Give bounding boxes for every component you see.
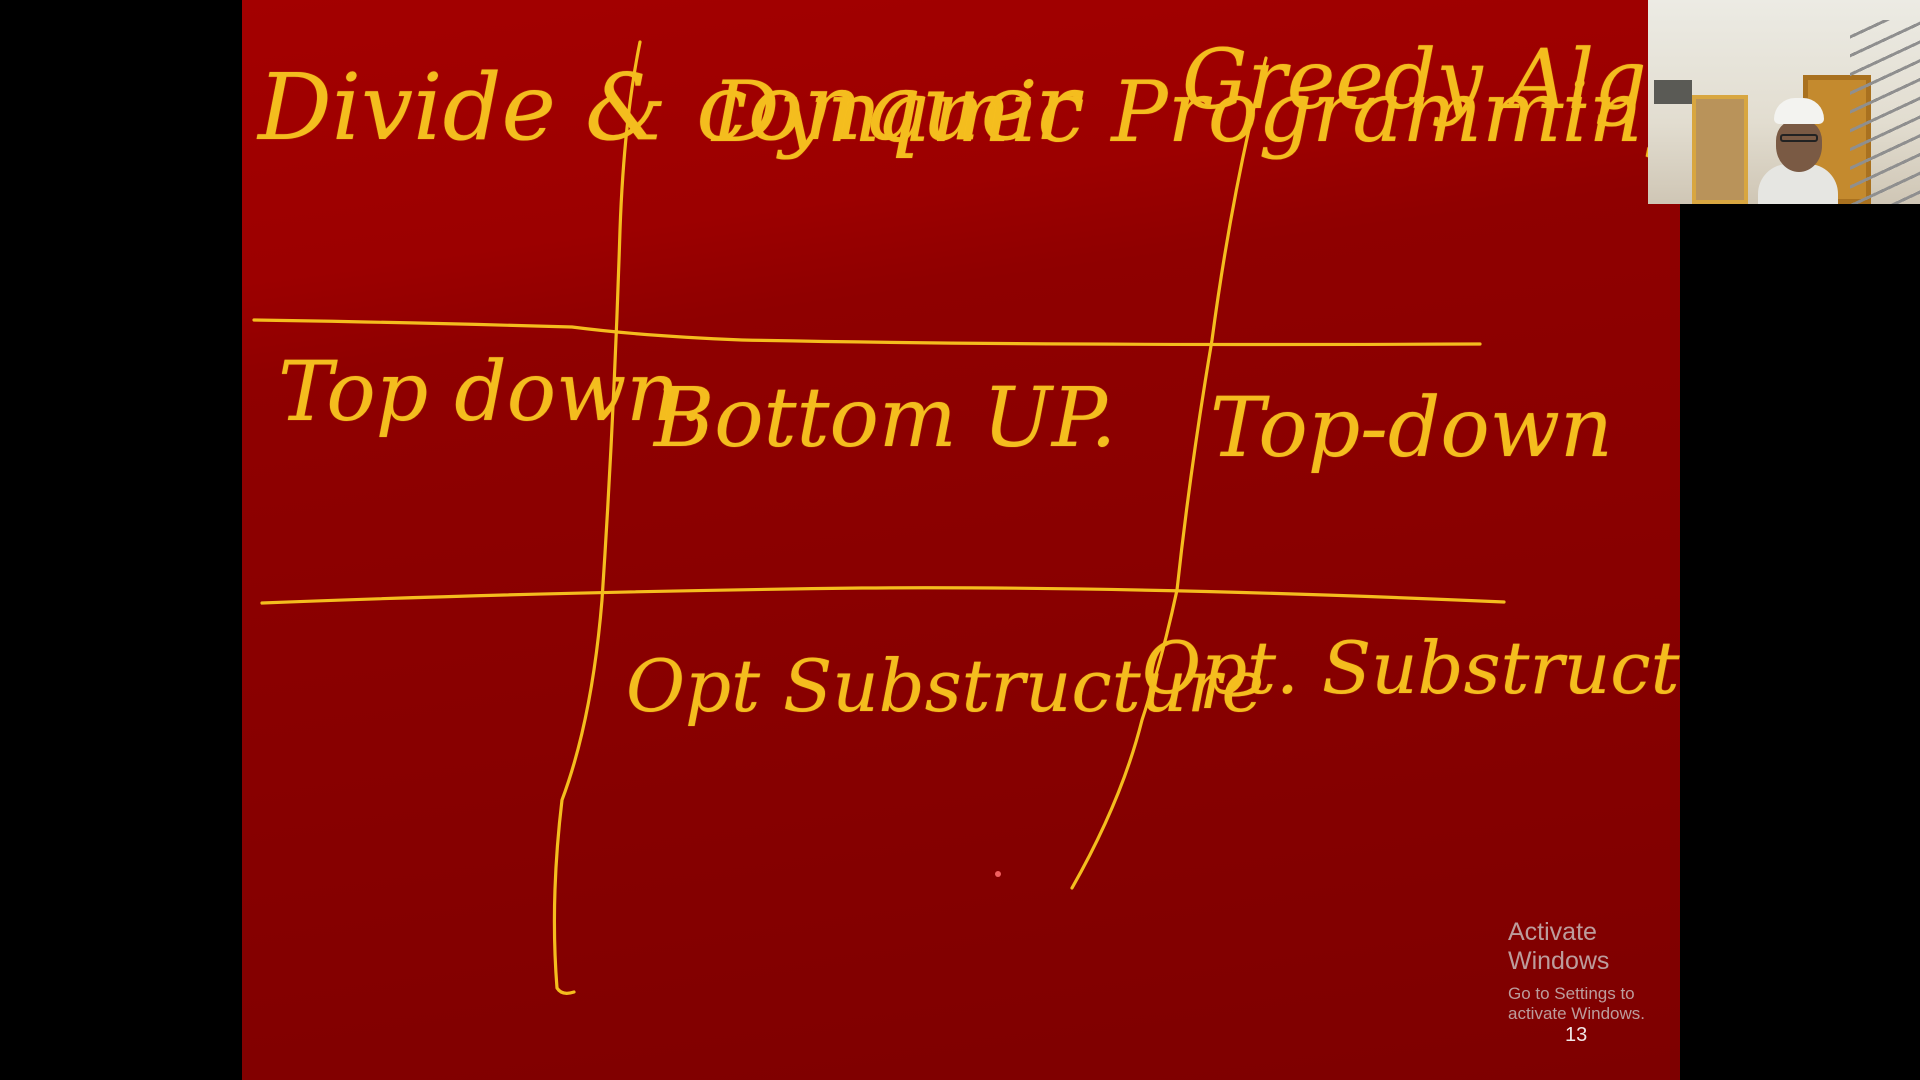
column-divider-right bbox=[1070, 56, 1268, 890]
webcam-background-railing bbox=[1850, 20, 1920, 204]
header-divide-conquer: Divide & conquer bbox=[258, 54, 1080, 161]
webcam-feed[interactable] bbox=[1648, 0, 1920, 204]
webcam-background-shelf bbox=[1654, 80, 1692, 104]
activate-windows-watermark: Activate Windows Go to Settings to activ… bbox=[1508, 918, 1680, 1024]
row-divider-line bbox=[260, 586, 1506, 605]
table-grid-ink bbox=[252, 40, 1506, 995]
presentation-slide: Divide & conquer Top down. Dynamic Progr… bbox=[242, 0, 1680, 1080]
presenter-glasses bbox=[1780, 134, 1818, 142]
ink-dot bbox=[995, 871, 1001, 877]
presenter-cap bbox=[1774, 98, 1824, 124]
presenter-video bbox=[1758, 98, 1838, 204]
approach-bottom-up: Bottom UP. bbox=[654, 371, 1117, 466]
activate-windows-title: Activate Windows bbox=[1508, 918, 1610, 975]
approach-top-down-greedy: Top-down bbox=[1210, 381, 1613, 476]
slide-page-number: 13 bbox=[1565, 1024, 1588, 1046]
header-divider-line bbox=[252, 318, 1482, 347]
presenter-face bbox=[1776, 120, 1822, 172]
property-opt-substructure-greedy: Opt. Substructure bbox=[1142, 626, 1680, 710]
activate-windows-subtitle: Go to Settings to activate Windows. bbox=[1508, 984, 1645, 1023]
header-dynamic-programming: Dynamic Programming bbox=[712, 63, 1680, 161]
webcam-background-doorway bbox=[1692, 95, 1748, 204]
approach-top-down: Top down. bbox=[278, 345, 706, 440]
header-greedy-algorithm: Greedy Algorithm bbox=[1182, 33, 1680, 128]
column-divider-left bbox=[552, 40, 642, 995]
property-opt-substructure-dp: Opt Substructure bbox=[626, 644, 1265, 728]
